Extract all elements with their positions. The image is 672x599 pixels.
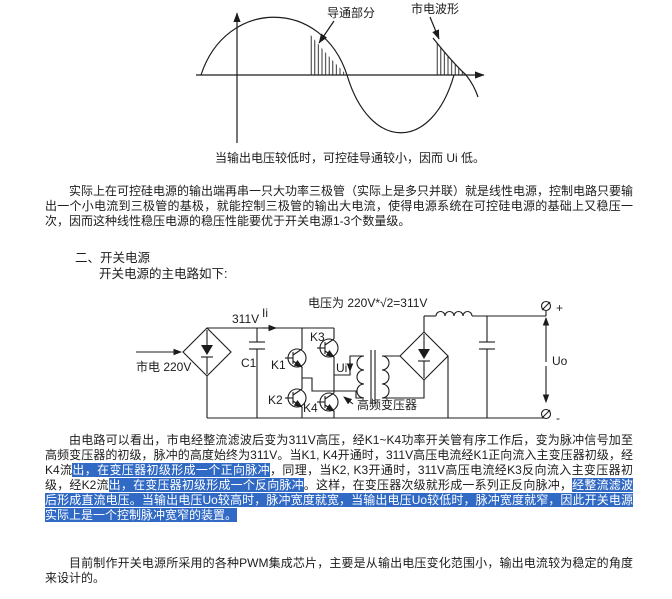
primary-wire-bottom bbox=[302, 377, 364, 399]
output-filter-capacitor bbox=[479, 316, 495, 418]
minus-label: - bbox=[556, 411, 560, 425]
k2-emitter bbox=[292, 399, 303, 408]
circuit-intro-line: 开关电源的主电路如下: bbox=[99, 267, 228, 281]
conduction-arrow bbox=[318, 20, 335, 44]
input-current-label: Ii bbox=[262, 306, 268, 320]
highlighted-text-segment: 出，在变压器初级形成一个反向脉冲 bbox=[108, 478, 304, 492]
transformer-label: 高频变压器 bbox=[357, 397, 417, 412]
output-terminal-negative bbox=[540, 408, 552, 420]
hf-transformer bbox=[356, 350, 425, 404]
negative-terminal-slash bbox=[541, 409, 551, 419]
text-segment: 由电路可以看出，市电经整流滤波后变为311V高压，经K1~K4功率开关管有序工作… bbox=[45, 433, 633, 477]
positive-terminal-slash bbox=[541, 301, 551, 311]
output-inductor bbox=[435, 310, 473, 317]
paragraph-circuit-explanation: 由电路可以看出，市电经整流滤波后变为311V高压，经K1~K4功率开关管有序工作… bbox=[45, 433, 633, 523]
k4-label: K4 bbox=[303, 401, 318, 415]
secondary-wire-bottom bbox=[382, 380, 425, 399]
bus-voltage-label: 311V bbox=[232, 312, 259, 326]
mains-waveform-label: 市电波形 bbox=[411, 1, 459, 16]
output-rectifier-bridge bbox=[399, 331, 449, 381]
mains-waveform-arrow bbox=[429, 16, 440, 40]
conduction-shaded-region bbox=[309, 33, 347, 75]
mains-sine-wave bbox=[200, 16, 455, 134]
k4-emitter bbox=[324, 403, 335, 412]
next-halfwave-shaded-region bbox=[432, 37, 479, 98]
mains-voltage-label: 市电 220V bbox=[136, 359, 191, 374]
text-segment: ，同理，当K2, K3开通时，311V高压电流经K3反向流入主变压器初级，经K2… bbox=[45, 463, 633, 492]
sine-positive-half bbox=[200, 16, 348, 76]
bridge1-diode-triangle bbox=[201, 345, 213, 355]
switch-k2 bbox=[285, 388, 307, 418]
k3-collector bbox=[324, 338, 335, 346]
paragraph-linear-supply: 实际上在可控硅电源的输出端再串一只大功率三极管（实际上是多只并联）就是线性电源，… bbox=[45, 184, 634, 228]
waveform-diagram: 导通部分 市电波形 bbox=[196, 1, 485, 143]
switch-k3 bbox=[317, 338, 339, 358]
k1-label: K1 bbox=[271, 358, 286, 372]
k3-label: K3 bbox=[310, 330, 325, 344]
section-heading-switching-supply: 二、开关电源 bbox=[75, 251, 151, 265]
k2-collector bbox=[292, 388, 303, 396]
input-filter-capacitor bbox=[249, 328, 265, 418]
bridge2-diode-triangle bbox=[418, 349, 430, 359]
peak-voltage-formula-label: 电压为 220V*√2=311V bbox=[308, 296, 427, 310]
hatch-area-1 bbox=[309, 33, 347, 75]
circuit-diagram: 市电 220V 311V Ii 电压为 220V*√2=311V C1 bbox=[136, 296, 568, 425]
hatch-area-2 bbox=[435, 41, 466, 75]
waveform-axes bbox=[196, 12, 485, 143]
k3-emitter bbox=[324, 349, 335, 358]
switch-k1 bbox=[285, 328, 307, 368]
transformer-secondary-coil bbox=[381, 355, 390, 399]
text-segment: 。这样，在变压器次级就形成一系列正反向脉冲， bbox=[303, 478, 573, 492]
transformer-label-arrow bbox=[343, 396, 354, 405]
bridge2-diamond bbox=[399, 331, 449, 381]
paragraph-pwm-chips: 目前制作开关电源所采用的各种PWM集成芯片，主要是从输出电压变化范围小，输出电流… bbox=[45, 556, 633, 585]
k4-collector bbox=[324, 392, 335, 400]
waveform-caption: 当输出电压较低时，可控硅导通较小，因而 Ui 低。 bbox=[214, 151, 485, 165]
transformer-primary-coil bbox=[356, 355, 365, 399]
mains-callout: 市电波形 bbox=[411, 1, 459, 40]
next-halfwave-curve bbox=[432, 37, 479, 98]
sine-negative-half bbox=[346, 74, 455, 134]
highlighted-text-segment: 出，在变压器初级形成一个正向脉冲 bbox=[72, 463, 271, 477]
conduction-label: 导通部分 bbox=[327, 5, 375, 20]
k1-collector bbox=[292, 348, 303, 356]
uo-label: Uo bbox=[552, 354, 568, 368]
conduction-callout: 导通部分 bbox=[318, 5, 375, 44]
input-rectifier-bridge bbox=[182, 327, 232, 377]
c1-label: C1 bbox=[241, 356, 257, 370]
switch-k4 bbox=[317, 392, 339, 418]
output-terminal-positive bbox=[540, 300, 552, 316]
ui-label: Ui bbox=[336, 361, 347, 375]
k1-emitter bbox=[292, 359, 303, 368]
plus-label: + bbox=[556, 301, 563, 315]
k2-label: K2 bbox=[268, 393, 283, 407]
